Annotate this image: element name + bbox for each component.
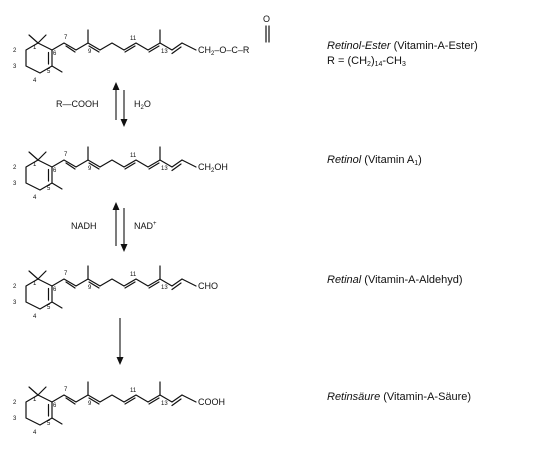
equilibrium-arrows-nad: NADH NAD+ — [71, 202, 157, 252]
molecule-retinal: CHO — [25, 265, 218, 310]
svg-text:2: 2 — [13, 48, 17, 54]
svg-text:6: 6 — [53, 51, 57, 57]
svg-text:9: 9 — [88, 401, 92, 407]
oxidation-arrow — [116, 318, 124, 365]
svg-text:11: 11 — [130, 388, 137, 394]
equilibrium-arrows-ester: R—COOH H2O — [56, 82, 151, 127]
atom-numbers-molecule-2: 2 1 3 6 4 5 7 9 11 13 — [13, 152, 168, 201]
retinal-name: Retinal (Vitamin-A-Aldehyd) — [327, 274, 463, 286]
reagent-rcooh-label: R—COOH — [56, 99, 99, 109]
molecule-retinol-ester: CH2–O–C–R O — [25, 14, 270, 74]
svg-text:4: 4 — [33, 78, 37, 84]
svg-text:1: 1 — [33, 45, 37, 51]
reagent-water-label: H2O — [134, 99, 151, 111]
svg-text:2: 2 — [13, 284, 17, 290]
svg-text:7: 7 — [64, 35, 68, 41]
svg-text:6: 6 — [53, 287, 57, 293]
svg-text:1: 1 — [33, 397, 37, 403]
svg-text:4: 4 — [33, 195, 37, 201]
svg-text:1: 1 — [33, 281, 37, 287]
svg-text:7: 7 — [64, 152, 68, 158]
ester-group-label: CH2–O–C–R — [198, 45, 250, 57]
reagent-nadh-label: NADH — [71, 221, 97, 231]
svg-text:13: 13 — [161, 49, 168, 55]
retinoic-acid-name: Retinsäure (Vitamin-A-Säure) — [327, 391, 471, 403]
svg-text:11: 11 — [130, 36, 137, 42]
svg-text:7: 7 — [64, 271, 68, 277]
molecule-retinoic-acid: COOH — [25, 381, 225, 426]
atom-numbers-molecule-3: 2 1 3 6 4 5 7 9 11 13 — [13, 271, 168, 320]
svg-text:2: 2 — [13, 165, 17, 171]
svg-text:9: 9 — [88, 49, 92, 55]
molecule-retinol: CH2OH — [25, 146, 228, 191]
svg-text:3: 3 — [13, 181, 17, 187]
retinol-name: Retinol (Vitamin A1) — [327, 154, 422, 167]
retinol-ester-r-definition: R = (CH2)14-CH3 — [327, 55, 406, 68]
svg-text:5: 5 — [47, 305, 51, 311]
carbonyl-oxygen-label: O — [263, 14, 270, 24]
svg-text:4: 4 — [33, 314, 37, 320]
svg-text:9: 9 — [88, 285, 92, 291]
reagent-nadplus-label: NAD+ — [134, 221, 157, 231]
svg-text:9: 9 — [88, 166, 92, 172]
svg-text:3: 3 — [13, 416, 17, 422]
acid-group-label: COOH — [198, 397, 225, 407]
svg-text:7: 7 — [64, 387, 68, 393]
svg-text:3: 3 — [13, 64, 17, 70]
atom-numbers-molecule-1: 2 1 3 6 4 5 7 9 11 13 — [13, 35, 168, 84]
svg-text:1: 1 — [33, 162, 37, 168]
aldehyde-group-label: CHO — [198, 281, 218, 291]
svg-text:5: 5 — [47, 186, 51, 192]
svg-text:13: 13 — [161, 401, 168, 407]
svg-text:2: 2 — [13, 400, 17, 406]
svg-text:6: 6 — [53, 168, 57, 174]
svg-text:5: 5 — [47, 421, 51, 427]
svg-text:3: 3 — [13, 300, 17, 306]
atom-numbers-molecule-4: 2 1 3 6 4 5 7 9 11 13 — [13, 387, 168, 436]
svg-text:4: 4 — [33, 430, 37, 436]
svg-text:13: 13 — [161, 166, 168, 172]
svg-text:11: 11 — [130, 153, 137, 159]
svg-text:13: 13 — [161, 285, 168, 291]
alcohol-group-label: CH2OH — [198, 162, 228, 174]
compound-labels: Retinol-Ester (Vitamin-A-Ester) R = (CH2… — [327, 40, 478, 403]
svg-text:6: 6 — [53, 403, 57, 409]
svg-text:11: 11 — [130, 272, 137, 278]
retinol-ester-name: Retinol-Ester (Vitamin-A-Ester) — [327, 40, 478, 52]
svg-text:5: 5 — [47, 69, 51, 75]
